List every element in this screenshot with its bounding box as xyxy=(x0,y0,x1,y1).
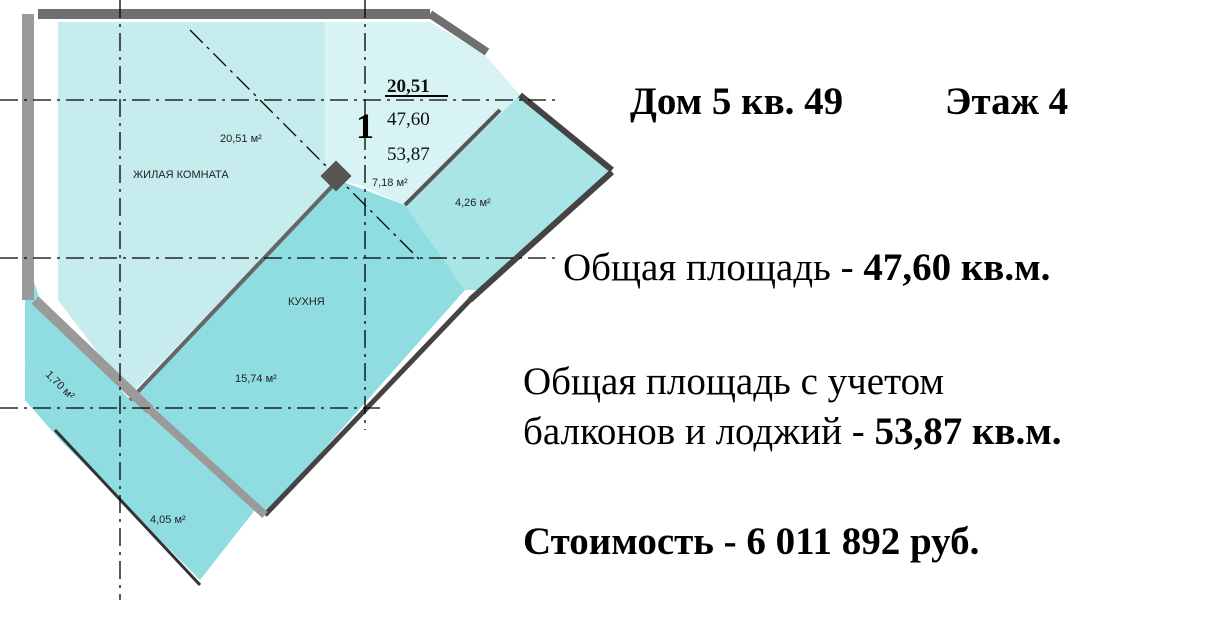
axis-lines xyxy=(0,0,560,600)
room-area-bathroom: 4,26 м² xyxy=(455,197,491,209)
walls xyxy=(22,9,615,587)
kitchen xyxy=(130,180,465,510)
balcony-large xyxy=(25,360,255,580)
summary-living: 20,51 xyxy=(387,76,430,97)
total-balc-label-1: Общая площадь с учетом xyxy=(523,360,945,403)
living-room xyxy=(58,22,338,395)
total-balc-value: 53,87 кв.м. xyxy=(874,410,1062,453)
room-name-living: ЖИЛАЯ КОМНАТА xyxy=(133,169,229,181)
room-name-kitchen: КУХНЯ xyxy=(288,296,325,308)
room-area-balcony-large: 4,05 м² xyxy=(150,514,186,526)
room-area-hall: 7,18 м² xyxy=(372,177,408,189)
floor-plan: 20,51 47,60 53,87 1 ЖИЛАЯ КОМНАТА 20,51 … xyxy=(0,0,615,600)
price-line: Стоимость - 6 011 892 руб. xyxy=(523,522,979,561)
total-area-value: 47,60 кв.м. xyxy=(863,246,1051,289)
price-label: Стоимость - xyxy=(523,520,747,563)
floor-number: Этаж 4 xyxy=(945,80,1069,123)
price-value: 6 011 892 руб. xyxy=(746,520,980,563)
bathroom xyxy=(405,95,610,290)
room-area-living: 20,51 м² xyxy=(220,133,262,145)
summary-total: 47,60 xyxy=(387,109,430,130)
balcony-small xyxy=(25,255,130,420)
total-area-line: Общая площадь - 47,60 кв.м. xyxy=(563,248,1050,287)
hall xyxy=(325,22,520,205)
total-area-label: Общая площадь - xyxy=(563,246,864,289)
room-count: 1 xyxy=(356,106,374,146)
total-balc-label-2: балконов и лоджий - xyxy=(523,410,875,453)
house-apartment: Дом 5 кв. 49 xyxy=(630,80,844,123)
total-balc-line: балконов и лоджий - 53,87 кв.м. xyxy=(523,412,1062,451)
summary-total-balconies: 53,87 xyxy=(387,144,430,165)
room-area-kitchen: 15,74 м² xyxy=(235,373,277,385)
column xyxy=(320,160,352,192)
